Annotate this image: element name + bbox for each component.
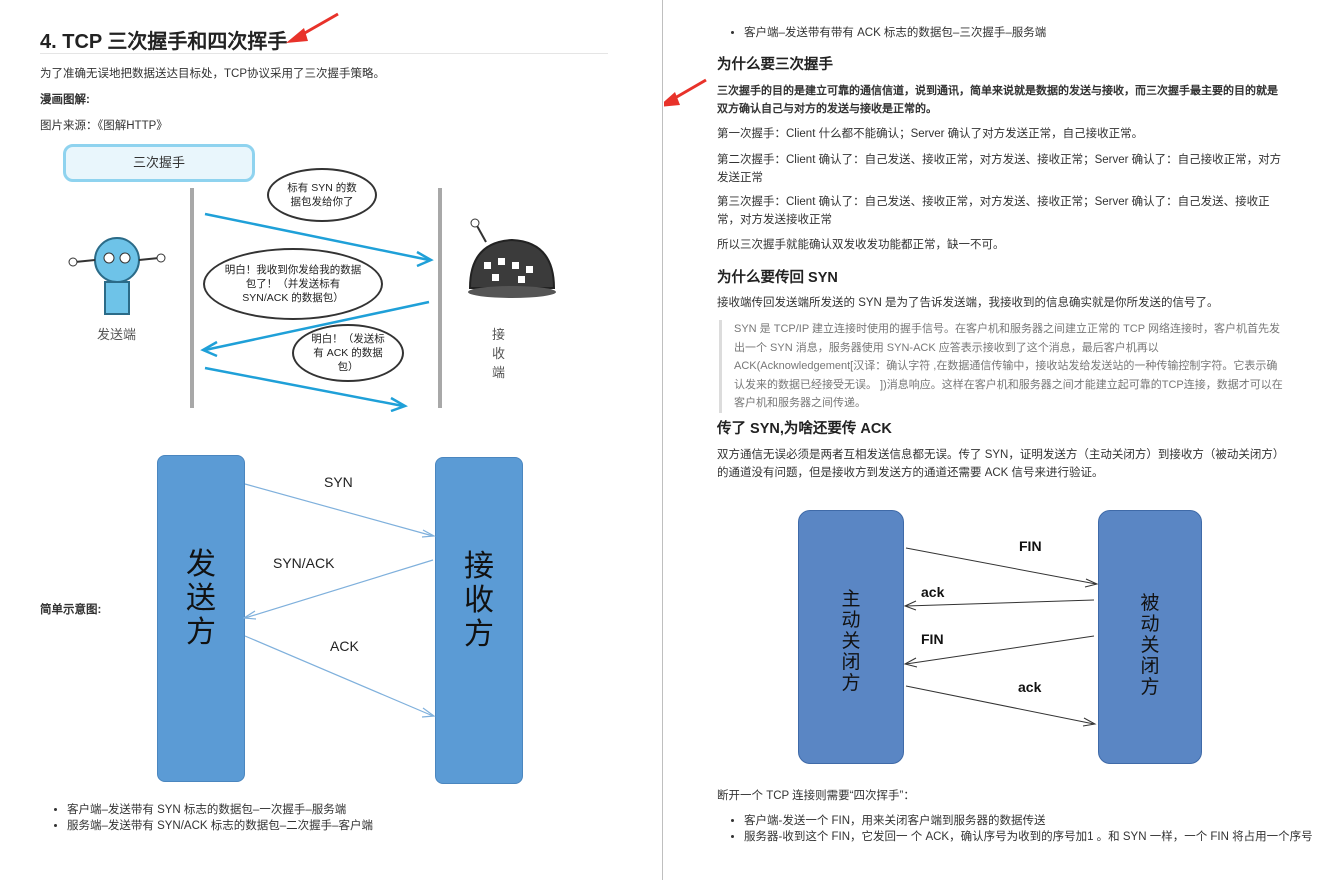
list-item: 客户端-发送一个 FIN，用来关闭客户端到服务器的数据传送 (744, 813, 1335, 829)
list-item: 服务端–发送带有 SYN/ACK 标志的数据包–二次握手–客户端 (67, 818, 662, 834)
third-handshake-bullet: 客户端–发送带有带有 ACK 标志的数据包–三次握手–服务端 (722, 25, 1334, 41)
third-handshake-text: 第三次握手：Client 确认了：自己发送、接收正常，对方发送、接收正常；Ser… (717, 196, 1270, 226)
receiver-label: 接收端 (492, 327, 506, 380)
active-close-label: 主动关闭方 (841, 589, 861, 694)
list-item: 服务器-收到这个 FIN，它发回一 个 ACK，确认序号为收到的序号加1 。和 … (744, 829, 1335, 845)
wave-arrows (903, 547, 1099, 727)
why-syn-text: 接收端传回发送端所发送的 SYN 是为了告诉发送端，我接收到的信息确实就是你所发… (717, 297, 1219, 309)
list-item: 客户端–发送带有 SYN 标志的数据包–一次握手–服务端 (67, 802, 662, 818)
comic-illustration: 三次握手 发送端 (57, 140, 556, 412)
heading-why-ack: 传了 SYN,为啥还要传 ACK (717, 421, 892, 437)
sender-box: 发送方 (157, 455, 245, 782)
section-title: 4. TCP 三次握手和四次挥手 (40, 31, 288, 53)
heading-why-three: 为什么要三次握手 (717, 57, 833, 73)
list-item: 客户端–发送带有带有 ACK 标志的数据包–三次握手–服务端 (744, 25, 1334, 41)
red-arrow-icon (664, 78, 707, 107)
heading-why-syn: 为什么要传回 SYN (717, 270, 838, 286)
speech-bubble-ack: 明白！（发送标有 ACK 的数据包） (292, 324, 404, 382)
red-arrow-icon (286, 12, 339, 43)
sender-pole (190, 188, 194, 408)
conclusion-text: 所以三次握手就能确认双发收发功能都正常，缺一不可。 (717, 239, 1005, 251)
sender-robot-icon (68, 237, 166, 315)
ack-label-2: ack (1018, 679, 1042, 695)
sender-box-label: 发送方 (186, 548, 216, 649)
fin-label-1: FIN (1019, 538, 1042, 554)
wave-bullets: 客户端-发送一个 FIN，用来关闭客户端到服务器的数据传送 服务器-收到这个 F… (722, 813, 1335, 845)
handshake-arrows (243, 483, 436, 718)
handshake-bullets: 客户端–发送带有 SYN 标志的数据包–一次握手–服务端 服务端–发送带有 SY… (45, 802, 662, 834)
image-source: 图片来源：《图解HTTP》 (40, 120, 168, 132)
why-three-bold: 三次握手的目的是建立可靠的通信信道，说到通讯，简单来说就是数据的发送与接收，而三… (717, 85, 1278, 115)
receiver-box-label: 接收方 (464, 550, 494, 651)
fin-label-2: FIN (921, 631, 944, 647)
page-divider (662, 0, 663, 880)
receiver-box: 接收方 (435, 457, 523, 784)
right-page: 客户端–发送带有带有 ACK 标志的数据包–三次握手–服务端 为什么要三次握手 … (664, 0, 1335, 880)
receiver-robot-icon (468, 218, 556, 298)
comic-title-badge: 三次握手 (63, 144, 255, 182)
title-rule (40, 53, 608, 54)
ack-label: ACK (330, 638, 359, 654)
second-handshake-text: 第二次握手：Client 确认了：自己发送、接收正常，对方发送、接收正常；Ser… (717, 154, 1282, 184)
passive-close-label: 被动关闭方 (1140, 593, 1160, 698)
sender-label: 发送端 (97, 327, 137, 342)
intro-text: 为了准确无误地把数据送达目标处，TCP协议采用了三次握手策略。 (40, 68, 385, 80)
receiver-pole (438, 188, 442, 408)
simple-diagram-label: 简单示意图: (40, 604, 102, 616)
active-close-box: 主动关闭方 (798, 510, 904, 764)
syn-label: SYN (324, 474, 353, 490)
passive-close-box: 被动关闭方 (1098, 510, 1202, 764)
wave-intro: 断开一个 TCP 连接则需要“四次挥手”： (717, 790, 915, 802)
speech-bubble-synack: 明白！我收到你发给我的数据包了！（并发送标有 SYN/ACK 的数据包） (203, 248, 383, 320)
syn-quote: SYN 是 TCP/IP 建立连接时使用的握手信号。在客户机和服务器之间建立正常… (719, 320, 1284, 413)
ack-label-1: ack (921, 584, 945, 600)
why-ack-text: 双方通信无误必须是两者互相发送信息都无误。传了 SYN，证明发送方（主动关闭方）… (717, 449, 1285, 479)
left-page: 4. TCP 三次握手和四次挥手 为了准确无误地把数据送达目标处，TCP协议采用… (0, 0, 662, 880)
comic-heading: 漫画图解: (40, 94, 90, 106)
first-handshake-text: 第一次握手：Client 什么都不能确认；Server 确认了对方发送正常，自己… (717, 128, 1144, 140)
speech-bubble-syn: 标有 SYN 的数据包发给你了 (267, 168, 377, 222)
synack-label: SYN/ACK (273, 555, 335, 571)
comic-arrows (200, 212, 434, 412)
